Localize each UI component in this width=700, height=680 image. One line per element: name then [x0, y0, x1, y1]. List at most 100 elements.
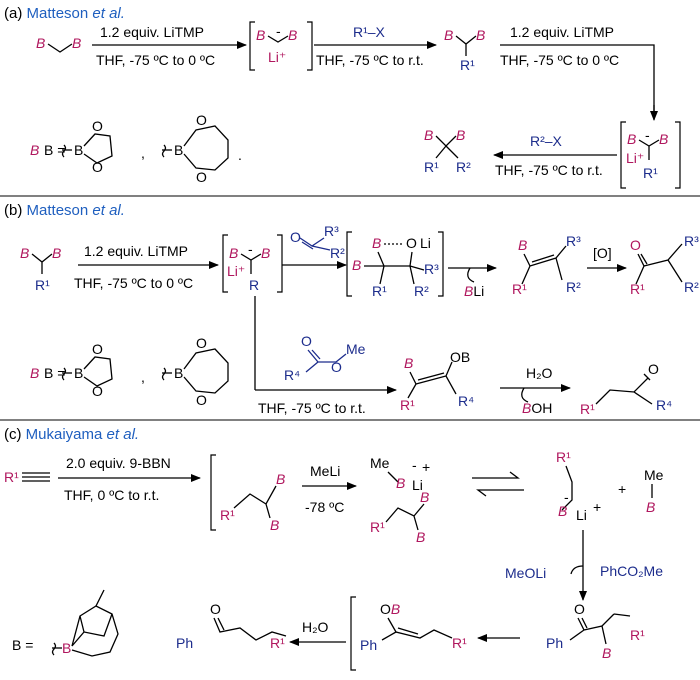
- svg-text:R¹: R¹: [4, 469, 19, 485]
- svg-text:R¹: R¹: [400, 397, 415, 413]
- beta-boryl-ketone: O Ph B R¹: [546, 601, 645, 661]
- arrow-a2: R¹–X THF, -75 ºC to r.t.: [314, 24, 437, 68]
- svg-text:O: O: [210, 601, 221, 617]
- svg-text:R¹: R¹: [424, 159, 439, 175]
- svg-text:B: B: [404, 355, 413, 371]
- svg-text:B: B: [72, 35, 81, 51]
- ester-reagent: O O Me R⁴: [284, 333, 366, 383]
- svg-text:+: +: [618, 481, 626, 497]
- reagent-litmp: 1.2 equiv. LiTMP: [510, 24, 614, 40]
- svg-text:B: B: [444, 27, 453, 43]
- svg-text:+: +: [422, 459, 430, 475]
- carbanion-products: R¹ B - Li + + Me B: [556, 449, 664, 523]
- reagent-litmp: 1.2 equiv. LiTMP: [100, 24, 204, 40]
- svg-text:R¹: R¹: [35, 277, 50, 293]
- svg-text:B: B: [174, 365, 183, 381]
- svg-text:R²: R²: [684, 279, 699, 295]
- svg-text:R¹: R¹: [630, 281, 645, 297]
- svg-text:B: B: [352, 257, 361, 273]
- svg-text:O: O: [406, 235, 417, 251]
- svg-text:B: B: [36, 35, 45, 51]
- svg-text:,: ,: [141, 369, 145, 385]
- arrow-b3: BLi: [448, 264, 497, 299]
- svg-text:Ph: Ph: [360, 637, 377, 653]
- condition-thf: THF, -75 ºC to r.t.: [316, 52, 424, 68]
- svg-text:R¹: R¹: [556, 449, 571, 465]
- svg-text:O: O: [574, 601, 585, 617]
- svg-text:.: .: [238, 147, 242, 163]
- svg-text:R¹: R¹: [220, 507, 235, 523]
- svg-text:-: -: [412, 457, 417, 473]
- reagent-h2o: H₂O: [302, 619, 329, 635]
- svg-text:B: B: [62, 640, 71, 656]
- carbanion-intermediate-a: B - B Li⁺: [249, 21, 313, 71]
- svg-text:R³: R³: [684, 233, 699, 249]
- reagent-9bbn: 2.0 equiv. 9-BBN: [66, 455, 171, 471]
- svg-text:B: B: [518, 237, 527, 253]
- boron-enolate: B OB R⁴ R¹: [400, 349, 474, 413]
- reagent-oxidation: [O]: [593, 245, 612, 261]
- svg-text:O: O: [301, 333, 312, 349]
- reagent-phco2me: PhCO₂Me: [600, 563, 663, 579]
- svg-text:Me: Me: [346, 341, 366, 357]
- reagent-r2x: R²–X: [530, 133, 563, 149]
- author-name: Matteson: [27, 202, 89, 219]
- svg-text:R¹: R¹: [460, 57, 475, 73]
- svg-text:+: +: [593, 499, 601, 515]
- final-ketone: O Ph R¹: [176, 601, 287, 651]
- reagent-meli: MeLi: [310, 463, 340, 479]
- terminal-alkyne: R¹: [4, 469, 50, 485]
- condition-thf: THF, 0 ºC to r.t.: [64, 487, 159, 503]
- svg-text:R³: R³: [566, 233, 581, 249]
- section-a-header: (a) Matteson et al.: [4, 5, 125, 22]
- svg-text:O: O: [92, 383, 103, 399]
- svg-text:R¹: R¹: [580, 401, 595, 417]
- arrow-c2: MeLi -78 ºC: [302, 463, 357, 515]
- reagent-litmp: 1.2 equiv. LiTMP: [84, 243, 188, 259]
- borate-complex: Me B - + Li R¹ B B: [370, 455, 430, 545]
- svg-text:O: O: [196, 112, 207, 128]
- svg-text:B: B: [659, 131, 668, 147]
- dialkyl-bis-boronate: B B R¹ R²: [424, 127, 471, 175]
- boron-definition-b: B B = B O O , B O O: [30, 335, 229, 408]
- author-name: Matteson: [27, 5, 89, 22]
- svg-text:B: B: [476, 27, 485, 43]
- svg-text:BLi: BLi: [464, 283, 484, 299]
- svg-text:Li: Li: [420, 235, 431, 251]
- svg-text:Li⁺: Li⁺: [268, 49, 286, 65]
- svg-text:B: B: [372, 235, 381, 251]
- svg-text:O: O: [196, 335, 207, 351]
- oxaboretane-intermediate: B O Li B R³ R¹ R²: [346, 231, 444, 299]
- svg-text:B: B: [424, 127, 433, 143]
- svg-text:O: O: [648, 361, 659, 377]
- section-label: (b): [4, 202, 22, 219]
- author-name: Mukaiyama: [26, 426, 103, 443]
- svg-text:BOH: BOH: [522, 400, 552, 416]
- carbanion-intermediate-b: B - B Li⁺ R: [222, 234, 283, 293]
- svg-text:B: B: [288, 27, 297, 43]
- svg-text:B =: B =: [12, 637, 33, 653]
- svg-text:R³: R³: [324, 223, 339, 239]
- svg-text:B =: B =: [44, 365, 65, 381]
- arrow-c5: H₂O: [289, 619, 346, 646]
- svg-text:R¹: R¹: [452, 635, 467, 651]
- arrow-a1: 1.2 equiv. LiTMP THF, -75 ºC to 0 ºC: [92, 24, 247, 68]
- svg-text:-: -: [564, 489, 569, 505]
- reagent-h2o: H₂O: [526, 365, 553, 381]
- condition-thf: THF, -75 ºC to r.t.: [495, 162, 603, 178]
- arrow-b5: H₂O BOH: [500, 365, 571, 416]
- svg-text:R¹: R¹: [630, 627, 645, 643]
- svg-text:R⁴: R⁴: [656, 397, 672, 413]
- et-al: et al.: [107, 426, 140, 443]
- svg-text:,: ,: [141, 145, 145, 161]
- svg-text:B: B: [276, 471, 285, 487]
- condition-temp: -78 ºC: [305, 499, 344, 515]
- svg-text:Me: Me: [370, 455, 390, 471]
- arrow-b4: [O]: [587, 245, 627, 272]
- condition-thf: THF, -75 ºC to 0 ºC: [500, 52, 619, 68]
- section-b-header: (b) Matteson et al.: [4, 202, 125, 219]
- svg-text:R¹: R¹: [270, 635, 285, 651]
- svg-text:B: B: [74, 365, 83, 381]
- et-al: et al.: [92, 5, 125, 22]
- reagent-r1x: R¹–X: [353, 24, 386, 40]
